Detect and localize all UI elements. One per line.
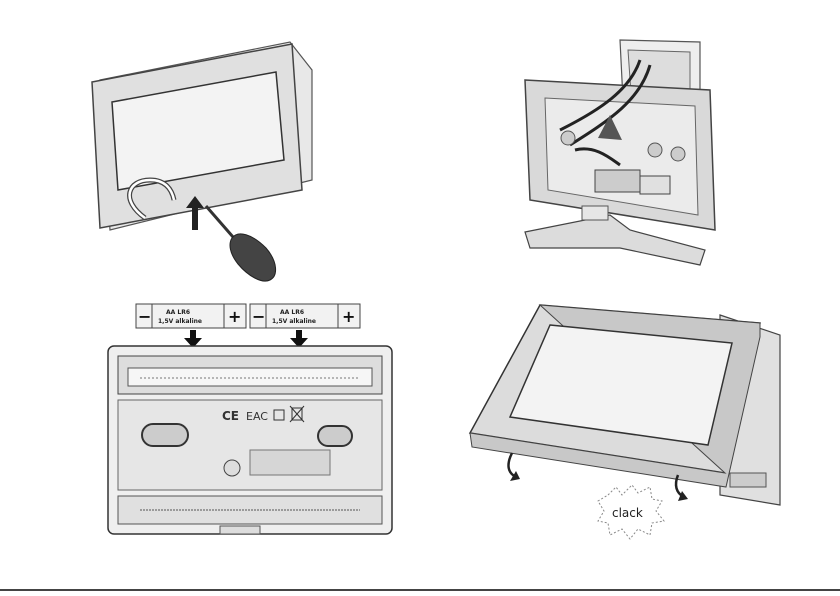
step-insert-batteries-illustration: − + AA LR6 1,5V alkaline − + AA LR6 1,5V… [100,300,400,540]
clack-label: clack [612,506,643,520]
battery-2-desc: 1,5V alkaline [272,318,316,325]
step-open-cover-illustration [80,30,340,290]
battery-1-minus: − [138,307,151,326]
battery-2-minus: − [252,307,265,326]
clack-burst-icon: clack [598,485,664,539]
eac-mark: EAC [246,410,268,423]
battery-2-type: AA LR6 [280,309,304,316]
step-attach-front-illustration: clack [460,295,840,550]
battery-1-type: AA LR6 [166,309,190,316]
page-footer-rule [0,589,840,591]
battery-1-desc: 1,5V alkaline [158,318,202,325]
weee-bin-icon [290,406,304,422]
battery-2-plus: + [342,307,355,326]
ce-mark: CE [222,409,239,423]
step-wall-mount-illustration [500,20,740,280]
battery-1-plus: + [228,307,241,326]
battery-1: − + AA LR6 1,5V alkaline [136,304,246,328]
battery-2: − + AA LR6 1,5V alkaline [250,304,360,328]
